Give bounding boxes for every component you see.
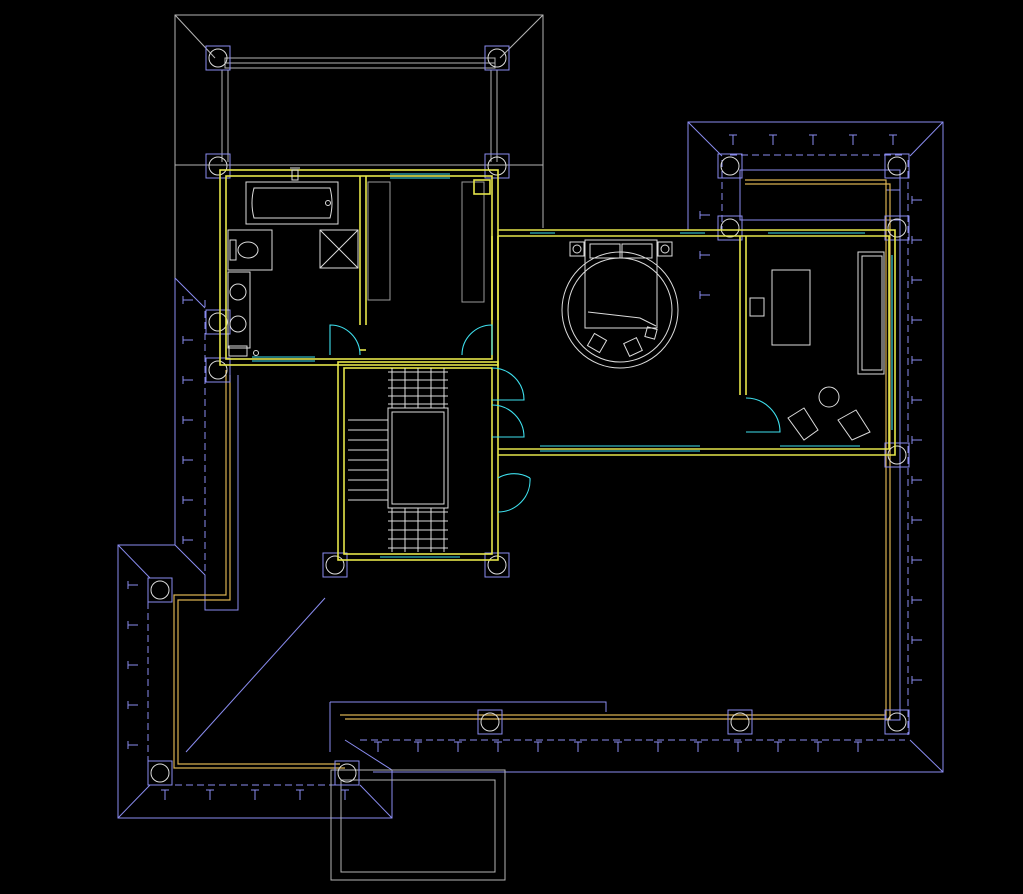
staircase [348, 368, 449, 552]
eave-bracket [341, 789, 349, 800]
eave-bracket [182, 376, 193, 384]
column-icon [322, 552, 348, 578]
eave-bracket [574, 741, 582, 752]
eave-bracket [374, 741, 382, 752]
eave-bracket [251, 789, 259, 800]
eave-bracket [911, 276, 922, 284]
eave-bracket [729, 134, 737, 145]
eave-bracket [182, 456, 193, 464]
eave-bracket [849, 134, 857, 145]
shower-icon [319, 229, 359, 269]
eave-bracket [911, 596, 922, 604]
eave-bracket [414, 741, 422, 752]
armchair-icon [787, 386, 871, 441]
eave-bracket [614, 741, 622, 752]
right-roof-outline [360, 121, 944, 773]
column-icon [884, 215, 910, 241]
column-icon [717, 215, 743, 241]
eave-bracket [774, 741, 782, 752]
eave-bracket [454, 741, 462, 752]
eave-bracket [911, 556, 922, 564]
eave-bracket [769, 134, 777, 145]
eave-bracket [127, 701, 138, 709]
eave-bracket [911, 316, 922, 324]
eave-bracket [206, 789, 214, 800]
top-terrace [174, 14, 544, 278]
desk-icon [749, 269, 811, 346]
eave-bracket [854, 741, 862, 752]
eave-bracket [699, 291, 710, 299]
eave-bracket [494, 741, 502, 752]
eave-bracket [127, 741, 138, 749]
eave-bracket [911, 516, 922, 524]
walk-in-closet [367, 179, 491, 303]
column-icon [147, 577, 173, 603]
column-icon [884, 709, 910, 735]
eave-bracket [182, 416, 193, 424]
eave-bracket [161, 789, 169, 800]
column-icon [205, 153, 231, 179]
bathroom-fixtures [227, 167, 359, 357]
toilet-icon [227, 229, 273, 271]
eave-bracket [911, 396, 922, 404]
eave-bracket [182, 496, 193, 504]
eave-bracket [127, 661, 138, 669]
columns [147, 45, 910, 786]
column-icon [484, 45, 510, 71]
bed-icon [569, 239, 673, 329]
sink-icon [227, 271, 259, 357]
eave-bracket [699, 251, 710, 259]
eave-brackets [127, 134, 922, 800]
column-icon [727, 709, 753, 735]
eave-bracket [296, 789, 304, 800]
eave-bracket [809, 134, 817, 145]
eave-bracket [182, 336, 193, 344]
eave-bracket [699, 211, 710, 219]
column-icon [884, 153, 910, 179]
eave-bracket [911, 196, 922, 204]
eave-bracket [889, 134, 897, 145]
column-icon [147, 760, 173, 786]
roof-gutter [173, 179, 891, 769]
eave-bracket [911, 676, 922, 684]
bathtub-icon [245, 167, 339, 225]
eave-bracket [911, 436, 922, 444]
eave-bracket [734, 741, 742, 752]
eave-bracket [534, 741, 542, 752]
eave-bracket [182, 536, 193, 544]
column-icon [205, 357, 231, 383]
eave-bracket [911, 356, 922, 364]
column-icon [717, 153, 743, 179]
column-icon [334, 760, 360, 786]
eave-bracket [127, 621, 138, 629]
eave-bracket [814, 741, 822, 752]
eave-bracket [911, 476, 922, 484]
eave-bracket [694, 741, 702, 752]
eave-bracket [182, 296, 193, 304]
eave-bracket [911, 636, 922, 644]
eave-bracket [654, 741, 662, 752]
windows-and-doors [252, 173, 893, 558]
column-icon [477, 709, 503, 735]
eave-bracket [911, 236, 922, 244]
study-furniture [749, 251, 885, 441]
armchair-icon [586, 326, 658, 357]
column-icon [484, 153, 510, 179]
eave-bracket [127, 581, 138, 589]
bottom-balcony [330, 769, 506, 881]
column-icon [484, 552, 510, 578]
column-icon [205, 45, 231, 71]
bedroom-furniture [561, 239, 679, 369]
